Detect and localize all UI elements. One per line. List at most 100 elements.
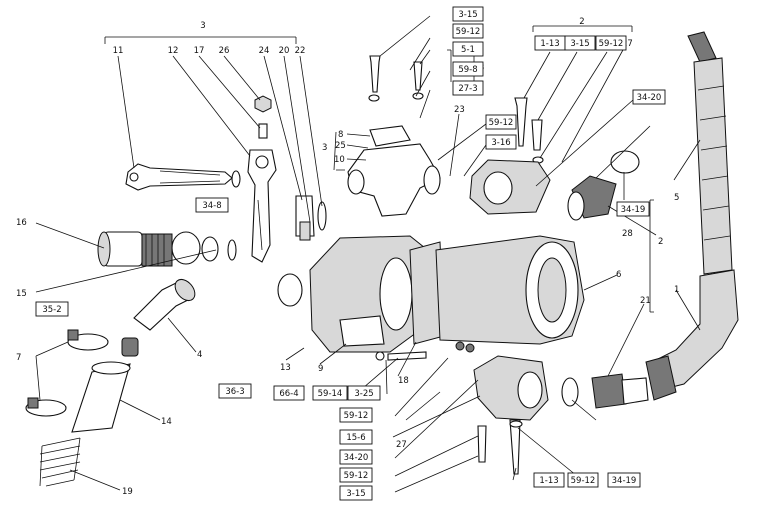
- callout-label: 8: [338, 130, 343, 140]
- reference-box: 27-3: [452, 80, 484, 96]
- callout-label: 12: [168, 46, 179, 56]
- pin-part: [258, 123, 268, 139]
- callout-label: 16: [16, 218, 27, 228]
- reference-box: 3-15: [564, 35, 596, 51]
- callout-label: 17: [194, 46, 205, 56]
- reference-box: 3-15: [339, 485, 373, 501]
- callout-label: 13: [280, 363, 291, 373]
- svg-text:66-4: 66-4: [279, 389, 298, 399]
- svg-text:3-15: 3-15: [458, 10, 477, 20]
- callout-label: 14: [161, 417, 172, 427]
- svg-text:59-14: 59-14: [318, 389, 343, 399]
- plunger-part: [295, 195, 327, 241]
- lower-bolts-part: [477, 419, 523, 475]
- svg-text:59-12: 59-12: [599, 39, 624, 49]
- reference-box: 15-6: [339, 429, 373, 445]
- svg-text:59-12: 59-12: [344, 471, 369, 481]
- manifold-part: [347, 125, 441, 217]
- rubber-hose-part: [71, 361, 131, 433]
- callout-label: 15: [16, 289, 27, 299]
- callout-label: 10: [334, 155, 345, 165]
- callout-label: 2: [658, 237, 663, 247]
- svg-text:34-20: 34-20: [344, 453, 369, 463]
- svg-text:34-8: 34-8: [202, 201, 221, 211]
- pump-body-part: [435, 235, 585, 345]
- callout-label: 23: [454, 105, 465, 115]
- left-housing-part: [309, 235, 431, 353]
- svg-text:27-3: 27-3: [458, 84, 477, 94]
- callout-label: 11: [113, 46, 124, 56]
- reference-box: 59-12: [567, 472, 599, 488]
- callout-label: 1: [674, 285, 679, 295]
- callout-label: 27: [622, 39, 633, 49]
- gear-part: [97, 231, 237, 267]
- callout-label: 25: [335, 141, 346, 151]
- callout-label: 24: [259, 46, 270, 56]
- elbow-pipe-part: [645, 269, 739, 401]
- reference-box: 3-16: [485, 134, 517, 150]
- o-ring-bottom-part: [561, 377, 579, 407]
- bracket-arm-part: [247, 149, 277, 263]
- hose-clamp-part: [25, 329, 109, 417]
- lower-flange-part: [473, 355, 549, 421]
- housing-washer-part: [375, 351, 385, 361]
- callout-numbers: 3 11 12 17 26 24 20 22 16 15 7 4 14 19 1…: [16, 17, 679, 497]
- spring-part: [39, 437, 81, 487]
- reference-box: 66-4: [273, 385, 305, 401]
- svg-text:5-1: 5-1: [461, 45, 475, 55]
- callout-label: 3: [200, 21, 205, 31]
- svg-text:36-3: 36-3: [225, 387, 244, 397]
- sleeve-part: [121, 337, 139, 357]
- reference-box: 3-25: [347, 385, 381, 401]
- callout-label: 9: [318, 364, 323, 374]
- svg-text:34-20: 34-20: [637, 93, 662, 103]
- callout-label: 22: [295, 46, 306, 56]
- reference-box: 59-8: [452, 61, 484, 77]
- callout-label: 20: [279, 46, 290, 56]
- reference-box: 59-12: [452, 23, 484, 39]
- callout-label: 3: [322, 143, 327, 153]
- reference-box: 59-12: [339, 467, 373, 483]
- svg-text:3-16: 3-16: [491, 138, 510, 148]
- svg-text:59-8: 59-8: [458, 65, 477, 75]
- nut-part: [254, 95, 272, 113]
- right-bolts-part: [514, 97, 544, 164]
- callout-label: 5: [674, 193, 679, 203]
- leader-lines: [35, 15, 701, 493]
- snap-ring-part: [277, 273, 303, 307]
- small-nut-part: [465, 343, 475, 353]
- reference-box: 36-3: [218, 383, 252, 399]
- svg-text:3-25: 3-25: [354, 389, 373, 399]
- svg-text:34-19: 34-19: [621, 205, 646, 215]
- reference-boxes: 3-15 59-12 5-1 59-8 27-3 59-12 3-16 1-13…: [35, 6, 666, 501]
- callout-label: 7: [16, 353, 21, 363]
- reference-box: 34-20: [339, 449, 373, 465]
- callout-label: 27: [396, 440, 407, 450]
- flange-part: [469, 159, 551, 215]
- callout-label: 18: [398, 376, 409, 386]
- reference-box: 59-12: [485, 114, 517, 130]
- lever-ring-part: [231, 170, 241, 188]
- o-ring-top-part: [610, 150, 640, 174]
- reference-box: 34-19: [607, 472, 641, 488]
- reference-box: 59-14: [312, 385, 348, 401]
- svg-text:1-13: 1-13: [540, 39, 559, 49]
- reference-box: 1-13: [534, 35, 566, 51]
- callout-label: 4: [197, 350, 202, 360]
- callout-label: 28: [622, 229, 633, 239]
- svg-text:59-12: 59-12: [571, 476, 596, 486]
- svg-text:3-15: 3-15: [346, 489, 365, 499]
- adapter-fitting-part: [591, 373, 649, 409]
- bent-pipe-part: [133, 278, 196, 331]
- reference-box: 5-1: [452, 41, 484, 57]
- svg-text:1-13: 1-13: [539, 476, 558, 486]
- callout-label: 26: [219, 46, 230, 56]
- fitting-part: [567, 175, 617, 221]
- reference-box: 35-2: [35, 301, 69, 317]
- callout-label: 6: [616, 270, 621, 280]
- lever-arm-part: [125, 163, 233, 191]
- svg-text:59-12: 59-12: [344, 411, 369, 421]
- reference-box: 34-20: [632, 89, 666, 105]
